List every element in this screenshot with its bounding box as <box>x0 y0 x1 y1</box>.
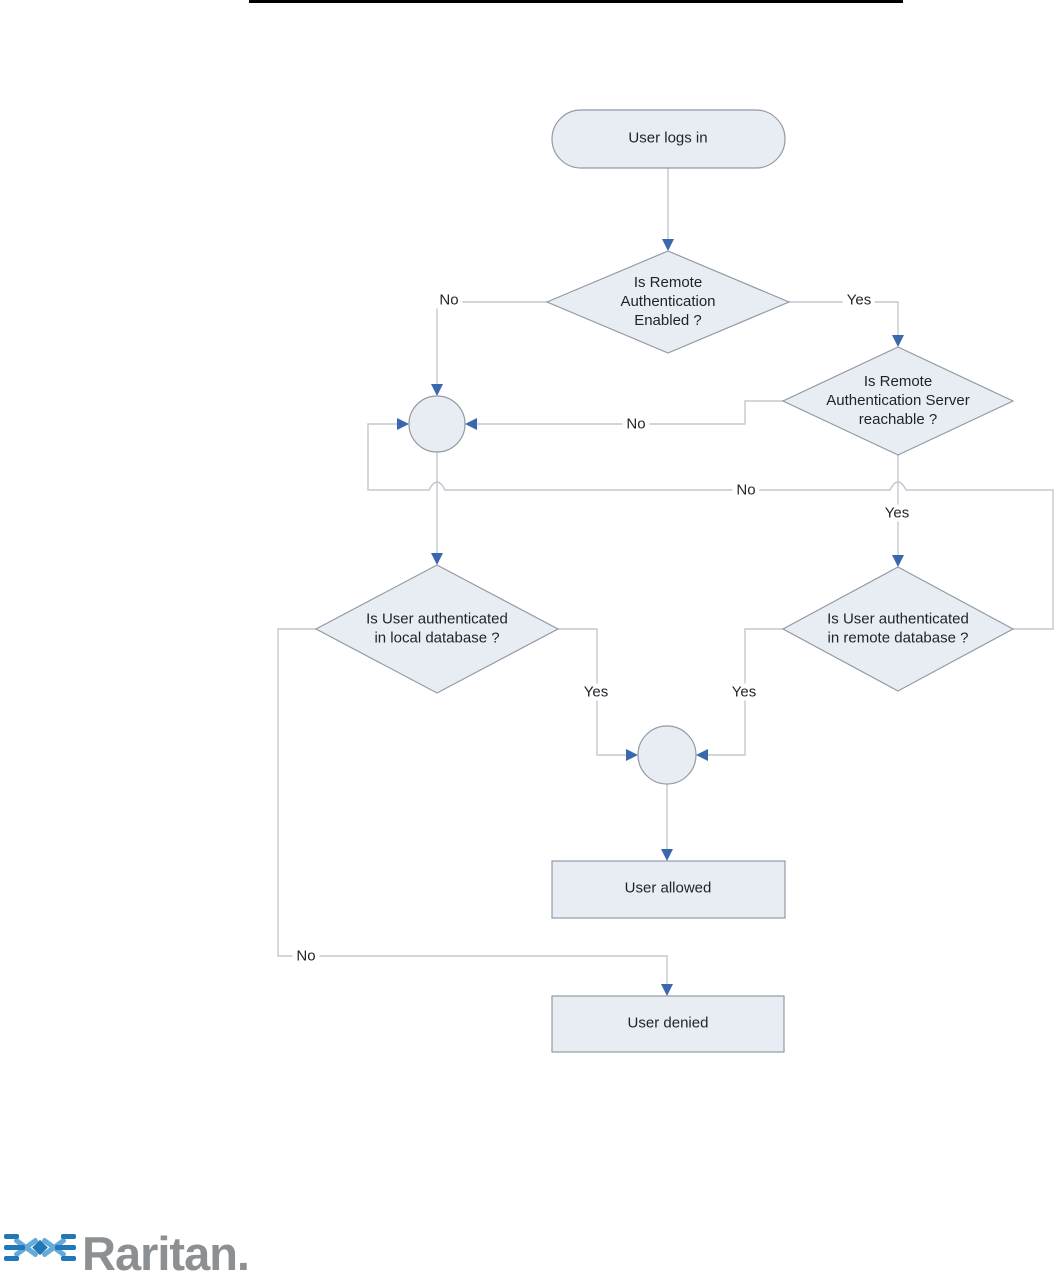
nodes <box>314 109 1015 1053</box>
arrow-into-junction2-right <box>696 749 708 761</box>
arrowheads <box>397 239 904 996</box>
node-decision-remote-server-reachable <box>781 346 1015 456</box>
node-decision-remote-auth-enabled <box>545 250 791 354</box>
node-user-allowed-rect <box>551 860 786 919</box>
node-junction2-circle <box>637 725 697 785</box>
node-start-stadium <box>551 109 786 169</box>
connectors <box>277 168 1054 985</box>
raritan-logo: Raritan. <box>4 1224 250 1280</box>
edge-enabled-yes-to-reachable <box>789 301 899 336</box>
raritan-logo-text: Raritan. <box>82 1227 250 1280</box>
title-underline-rule <box>249 0 903 3</box>
edge-remote-db-yes-to-junction2 <box>708 628 783 756</box>
arrow-into-junction2-left <box>626 749 638 761</box>
edge-enabled-no-to-junction1 <box>436 301 547 384</box>
arrow-into-junction1-left <box>397 418 409 430</box>
raritan-logo-icon <box>4 1234 76 1261</box>
edge-remote-db-no-to-junction1 <box>367 423 1054 630</box>
node-user-denied-rect <box>551 995 785 1053</box>
node-junction1-circle <box>408 395 466 453</box>
arrow-into-junction1-top <box>431 384 443 396</box>
edge-local-db-no-to-denied <box>277 628 668 985</box>
arrow-into-remote-db <box>892 555 904 567</box>
arrow-into-denied <box>661 984 673 996</box>
node-decision-remote-db-auth <box>781 566 1015 692</box>
node-decision-local-db-auth <box>314 564 560 694</box>
arrow-into-junction1-right <box>465 418 477 430</box>
arrow-into-local-db <box>431 553 443 565</box>
edge-local-db-yes-to-junction2 <box>558 628 626 756</box>
arrow-into-allowed <box>661 849 673 861</box>
edge-reachable-no-to-junction1 <box>477 400 785 425</box>
arrow-into-reachable <box>892 335 904 347</box>
arrow-into-enabled <box>662 239 674 251</box>
